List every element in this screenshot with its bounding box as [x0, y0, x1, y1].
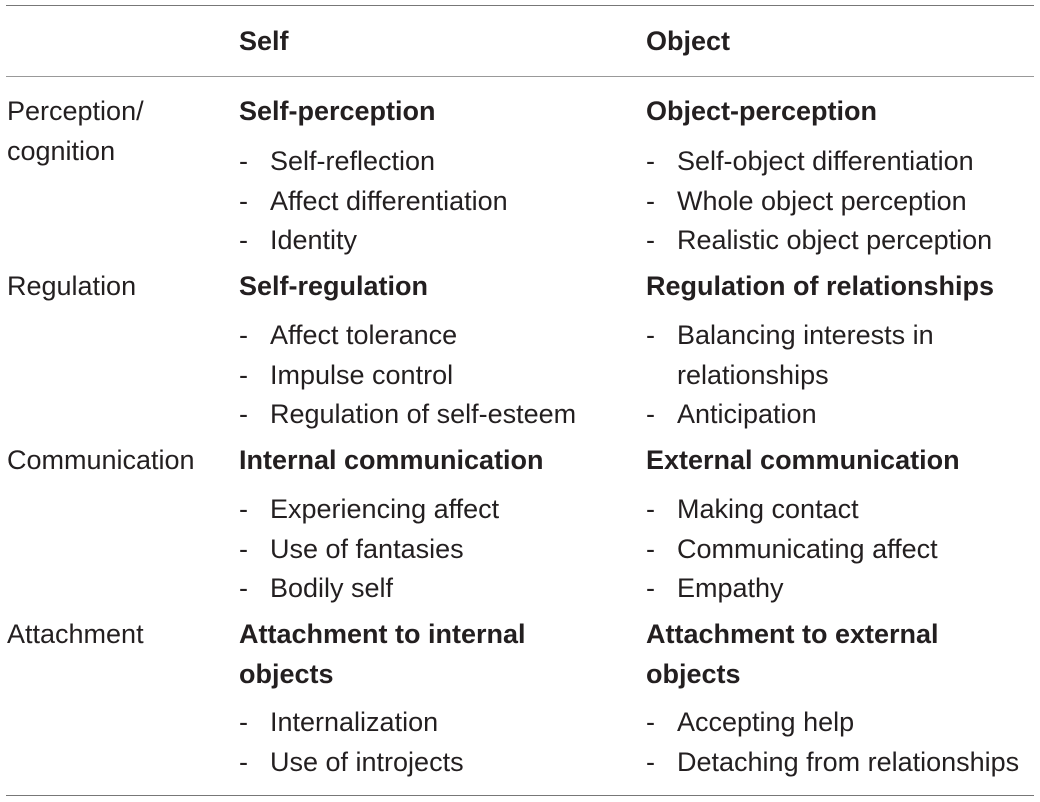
list-item: -Impulse control	[239, 359, 454, 390]
list-external-communication: -Making contact -Communicating affect -E…	[646, 490, 938, 609]
list-attachment-external: -Accepting help -Detaching from relation…	[646, 703, 1019, 782]
table-header-rule	[6, 76, 1034, 77]
list-internal-communication: -Experiencing affect -Use of fantasies -…	[239, 490, 499, 609]
cell-title-internal-communication: Internal communication	[239, 445, 544, 475]
row-label-perception: Perception/ cognition	[7, 91, 144, 171]
cell-title-external-communication: External communication	[646, 445, 960, 475]
list-item: -Experiencing affect	[239, 494, 500, 524]
list-item: -Realistic object perception	[646, 225, 993, 255]
list-self-perception: -Self-reflection -Affect differentiation…	[239, 142, 508, 261]
list-self-regulation: -Affect tolerance -Impulse control -Regu…	[239, 316, 576, 435]
list-item: -Accepting help	[646, 707, 855, 737]
list-object-perception: -Self-object differentiation -Whole obje…	[646, 142, 992, 261]
list-item: -Use of introjects	[239, 746, 464, 777]
list-item: -Whole object perception	[646, 185, 967, 216]
cell-title-attachment-internal: Attachment to internal objects	[239, 614, 526, 694]
row-label-communication: Communication	[7, 445, 195, 475]
list-item: -Use of fantasies	[239, 533, 464, 564]
list-item: -Anticipation	[646, 399, 817, 429]
cell-title-line: Attachment to internal	[239, 619, 526, 649]
list-item: -Identity	[239, 225, 358, 255]
list-item: -Making contact	[646, 494, 859, 524]
list-item: -Self-object differentiation	[646, 146, 974, 176]
row-label-attachment: Attachment	[7, 619, 144, 649]
list-item: -Affect tolerance	[239, 320, 458, 350]
table-bottom-rule	[6, 795, 1034, 796]
list-item: -Detaching from relationships	[646, 746, 1020, 777]
list-item: -Communicating affect	[646, 533, 938, 564]
row-label-regulation: Regulation	[7, 271, 137, 301]
cell-title-line: objects	[646, 659, 741, 689]
column-header-self: Self	[239, 26, 289, 56]
cell-title-object-perception: Object-perception	[646, 96, 878, 126]
list-item: -Bodily self	[239, 573, 394, 603]
cell-title-line: objects	[239, 659, 334, 689]
column-header-object: Object	[646, 26, 731, 56]
row-label-line: cognition	[7, 136, 116, 166]
cell-title-attachment-external: Attachment to external objects	[646, 614, 939, 694]
row-label-line: Perception/	[7, 96, 144, 126]
list-item: -Affect differentiation	[239, 185, 508, 216]
list-item: -Empathy	[646, 573, 784, 603]
table-top-rule	[6, 5, 1034, 6]
list-item: -Self-reflection	[239, 146, 436, 176]
list-item: -Regulation of self-esteem	[239, 399, 577, 429]
list-item: -Internalization	[239, 707, 439, 737]
list-attachment-internal: -Internalization -Use of introjects	[239, 703, 464, 782]
cell-title-line: Attachment to external	[646, 619, 939, 649]
cell-title-self-perception: Self-perception	[239, 96, 436, 126]
cell-title-self-regulation: Self-regulation	[239, 271, 429, 301]
cell-title-regulation-relationships: Regulation of relationships	[646, 271, 995, 301]
